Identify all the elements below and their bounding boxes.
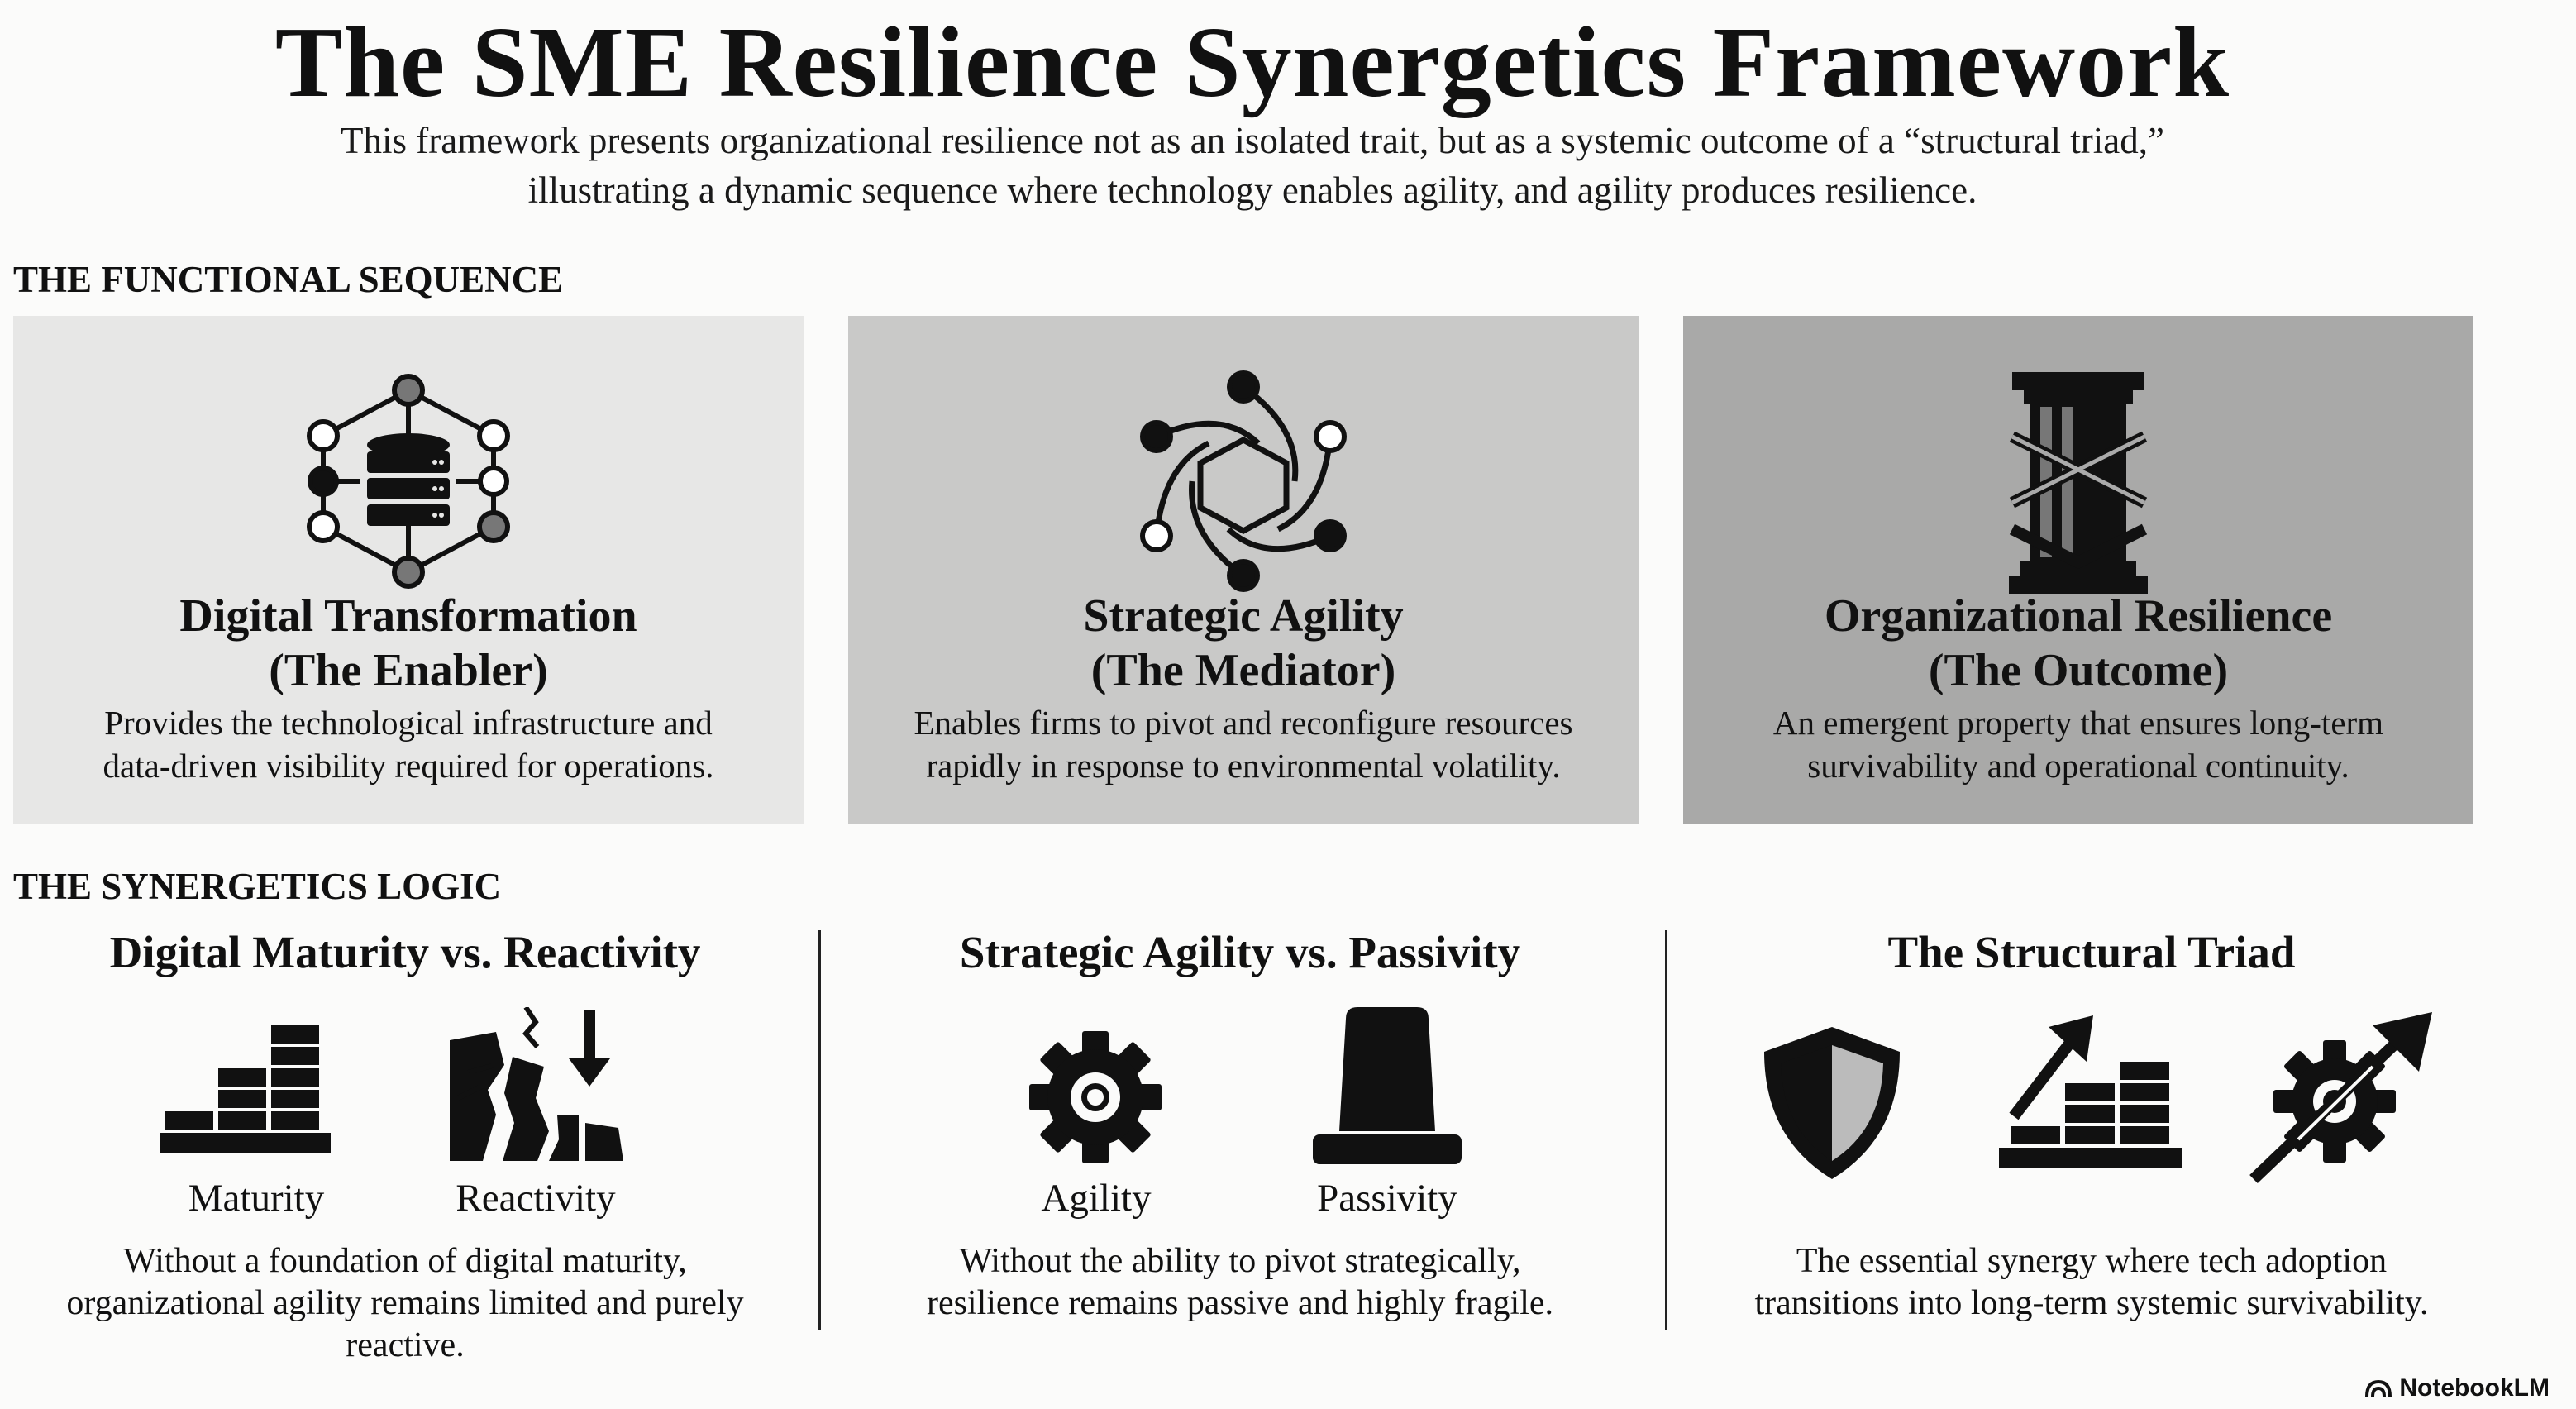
shield-icon — [1764, 1027, 1900, 1179]
column-heading: Strategic Agility vs. Passivity — [959, 927, 1521, 977]
card-strategic-agility: Strategic Agility (The Mediator) Enables… — [848, 316, 1639, 824]
card-title-line: Digital Transformation — [179, 590, 637, 642]
column-heading: The Structural Triad — [1887, 927, 2296, 977]
card-description: Provides the technological infrastructur… — [46, 701, 770, 787]
column-heading: Digital Maturity vs. Reactivity — [109, 927, 701, 977]
growth-bricks-icon — [1999, 1015, 2182, 1168]
card-title-line: (The Mediator) — [1090, 645, 1396, 696]
card-title-line: Organizational Resilience — [1824, 590, 2333, 642]
gear-icon — [1029, 1031, 1162, 1163]
column-desc-line: The essential synergy where tech adoptio… — [1796, 1242, 2388, 1280]
logic-column-triad: The Structural Triad — [1686, 915, 2497, 1378]
heavy-weight-icon — [1313, 1007, 1462, 1164]
cracked-wall-icon — [450, 1007, 623, 1161]
card-title-line: (The Enabler) — [269, 645, 548, 696]
card-title-line: (The Outcome) — [1928, 645, 2229, 696]
card-title: Strategic Agility (The Mediator) — [848, 589, 1639, 698]
column-desc-line: Without the ability to pivot strategical… — [959, 1242, 1521, 1280]
logic-column-maturity: Digital Maturity vs. Reactivity — [0, 915, 810, 1378]
card-title: Digital Transformation (The Enabler) — [13, 589, 804, 698]
card-desc-line: survivability and operational continuity… — [1807, 747, 2349, 785]
column-desc-line: resilience remains passive and highly fr… — [926, 1284, 1554, 1322]
page-subtitle: This framework presents organizational r… — [0, 116, 2505, 215]
logic-column-agility: Strategic Agility vs. Passivity Agility … — [835, 915, 1645, 1378]
column-divider — [818, 930, 821, 1330]
braced-pillar-icon — [2009, 372, 2148, 594]
column-description: Without a foundation of digital maturity… — [25, 1240, 785, 1367]
column-desc-line: organizational agility remains limited a… — [66, 1284, 744, 1322]
notebooklm-logo-icon — [2365, 1379, 2392, 1397]
card-title: Organizational Resilience (The Outcome) — [1683, 589, 2473, 698]
card-desc-line: An emergent property that ensures long-t… — [1772, 704, 2384, 742]
card-description: Enables firms to pivot and reconfigure r… — [881, 701, 1605, 787]
icon-caption: Maturity — [188, 1177, 325, 1220]
icon-caption: Reactivity — [456, 1177, 616, 1220]
column-desc-line: transitions into long-term systemic surv… — [1754, 1284, 2429, 1322]
icon-caption: Passivity — [1317, 1177, 1457, 1220]
column-desc-line: Without a foundation of digital maturity… — [123, 1242, 687, 1280]
subtitle-line: This framework presents organizational r… — [341, 120, 2164, 161]
icon-caption: Agility — [1041, 1177, 1152, 1220]
card-description: An emergent property that ensures long-t… — [1716, 701, 2440, 787]
database-network-icon — [307, 374, 510, 589]
column-description: The essential synergy where tech adoptio… — [1711, 1240, 2472, 1325]
page-title: The SME Resilience Synergetics Framework — [274, 7, 2230, 118]
stacked-bricks-icon — [160, 1025, 331, 1153]
functional-sequence-label: THE FUNCTIONAL SEQUENCE — [13, 259, 564, 300]
gear-arrow-icon — [2249, 1012, 2432, 1184]
brand-mark: NotebookLM — [2364, 1374, 2550, 1402]
card-desc-line: Enables firms to pivot and reconfigure r… — [914, 704, 1573, 742]
subtitle-line: illustrating a dynamic sequence where te… — [527, 170, 1977, 211]
brand-label: NotebookLM — [2399, 1374, 2550, 1402]
synergetics-logic-label: THE SYNERGETICS LOGIC — [13, 866, 502, 907]
card-organizational-resilience: Organizational Resilience (The Outcome) … — [1683, 316, 2473, 824]
card-digital-transformation: Digital Transformation (The Enabler) Pro… — [13, 316, 804, 824]
card-desc-line: data-driven visibility required for oper… — [103, 747, 714, 785]
card-title-line: Strategic Agility — [1083, 590, 1404, 642]
card-desc-line: Provides the technological infrastructur… — [104, 704, 713, 742]
column-description: Without the ability to pivot strategical… — [860, 1240, 1620, 1325]
column-desc-line: reactive. — [346, 1326, 465, 1364]
aperture-network-icon — [1140, 370, 1347, 592]
column-divider — [1665, 930, 1667, 1330]
card-desc-line: rapidly in response to environmental vol… — [926, 747, 1561, 785]
